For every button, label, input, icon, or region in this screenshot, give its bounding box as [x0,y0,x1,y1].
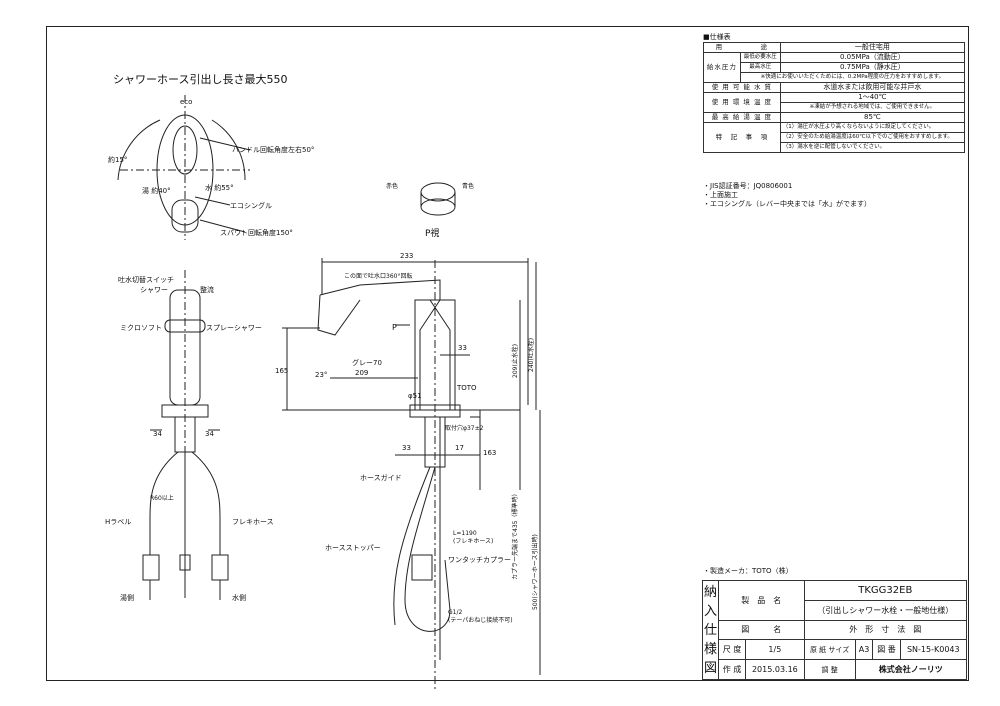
blue-label: 青色 [462,182,474,190]
dim-209: 209 [355,369,368,377]
water-angle-label: 水 約55° [205,183,234,192]
drawing-frame [46,26,969,681]
yu-side-label: 湯側 [120,593,134,602]
l1190-label: L=1190 [453,530,477,537]
r60-label: R60以上 [150,494,174,502]
use-key: 用 途 [703,42,781,53]
product-subtitle: （引出しシャワー水栓・一般地仕様） [803,599,968,621]
dim-34-right: 34 [205,430,214,438]
water-quality: 水道水または飲用可能な井戸水 [779,82,966,93]
seiryu-label: 整流 [200,285,214,294]
flexi-label: フレキホース [232,518,274,526]
spec-heading: ■仕様表 [703,33,731,41]
scale-value: 1/5 [745,639,805,661]
created-date: 2015.03.16 [745,659,805,680]
taper-label: (テーパおねじ接続不可) [448,616,513,624]
eco-single-label: エコシングル [230,201,272,210]
coupler-435-label: カプラー先端まで435（標準時） [511,491,519,580]
title-block: 納入仕様図 製 品 名 TKGG32EB （引出しシャワー水栓・一般地仕様） 図… [702,580,968,680]
pressure-note: ※快適にお使いいただくためには、0.2MPa程度の圧力をおすすめします。 [739,72,966,83]
dim-17: 17 [455,444,464,452]
dim-33-b: 33 [402,444,411,452]
dim-33-a: 33 [458,344,467,352]
dim-209-valve: 209(止水栓) [511,344,519,378]
max-pressure: 0.75MPa（静水圧） [779,62,966,73]
drawing-name: 外 形 寸 法 図 [803,619,968,641]
dim-233: 233 [400,252,413,260]
onetouch-label: ワンタッチカプラー [448,555,511,564]
hot-angle-label: 湯 約40° [142,186,171,195]
shower-label: シャワー [140,286,168,294]
dim-500: 500(シャワーホース引出時) [531,534,539,610]
env-note: ※凍結が予想される地域では、ご使用できません。 [779,102,966,113]
angle-15-label: 約15° [108,155,127,164]
rotate-label: この面で吐水口360°回転 [344,272,412,280]
drawing-number: SN-15-K0043 [899,639,968,661]
product-key: 製 品 名 [718,580,805,621]
env-temp: 1～40℃ [779,92,966,103]
dim-163: 163 [483,449,496,457]
note-item: ・JIS認証番号：JQ0806001 [703,182,793,190]
hot-temp: 85℃ [779,112,966,123]
note-item: ・エコシングル（レバー中央までは「水」がでます） [703,200,871,208]
micro-label: ミクロソフト [120,324,162,332]
p-view-label: P視 [425,227,439,239]
phi51-label: φ51 [408,392,422,400]
handle-angle-label: ハンドル回転角度左右50° [232,145,314,154]
g12-label: G1/2 [448,609,462,616]
dim-240: 240(吐水栓) [527,338,535,372]
hose-guide-label: ホースガイド [360,473,402,482]
spec-notes: ・JIS認証番号：JQ0806001 ・上面施工 ・エコシングル（レバー中央まで… [703,182,871,209]
h-label: Hラベル [105,518,131,526]
dim-165: 165 [275,367,288,375]
hole-label: 取付穴φ37±2 [445,424,484,432]
min-pressure: 0.05MPa（流動圧） [779,52,966,63]
product-name: TKGG32EB [803,580,968,601]
gray-label: グレー70 [352,358,382,367]
use-value: 一般住宅用 [779,42,966,53]
p-arrow-label: P [392,323,397,332]
hose-length-title: シャワーホース引出し長さ最大550 [113,72,287,86]
pressure-key: 給水圧力 [703,52,741,83]
toto-label: TOTO [456,384,477,392]
title-block-side: 納入仕様図 [702,580,719,680]
stopper-label: ホースストッパー [325,544,381,552]
note-item: ・上面施工 [703,191,738,199]
maker-label: ・製造メーカ：TOTO（株） [703,567,793,575]
paper-size: A3 [854,639,874,661]
switch-label: 吐水切替スイッチ [118,275,174,284]
top-view-handle [172,125,198,175]
mizu-side-label: 水側 [232,593,246,602]
dim-34-left: 34 [153,430,162,438]
company-logo: 株式会社ノーリツ [854,659,968,680]
spout-angle-label: スパウト回転角度150° [220,228,293,237]
flexi2-label: (フレキホース) [453,538,493,545]
spray-label: スプレーシャワー [206,324,262,332]
dim-23-deg: 23° [315,371,327,379]
red-label: 赤色 [386,182,398,190]
eco-label: eco [180,98,192,106]
